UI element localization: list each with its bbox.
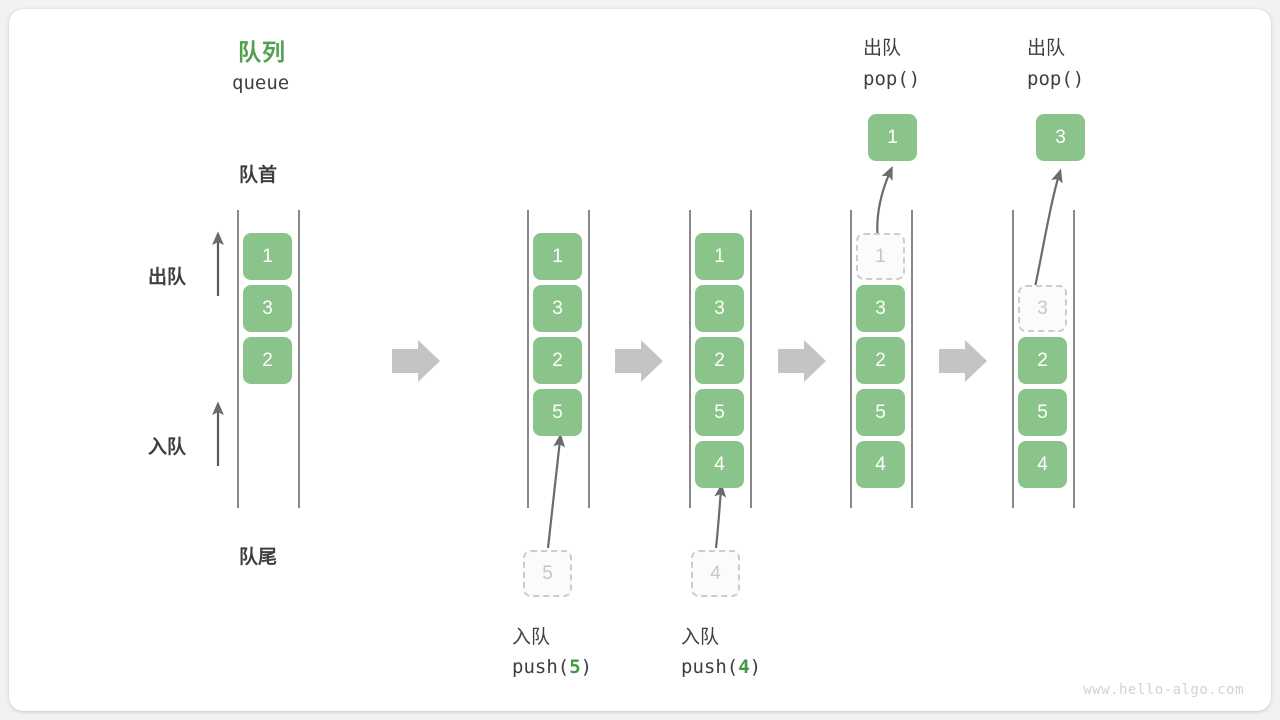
queue-node: 5 bbox=[856, 389, 905, 436]
side-label-enqueue: 入队 bbox=[148, 437, 187, 458]
queue-node-ghost: 1 bbox=[856, 233, 905, 280]
queue-node: 3 bbox=[695, 285, 744, 332]
queue-node: 5 bbox=[533, 389, 582, 436]
push-code-prefix: push( bbox=[512, 656, 570, 678]
popped-value-node: 1 bbox=[868, 114, 917, 161]
queue-node: 2 bbox=[856, 337, 905, 384]
queue-rear-label: 队尾 bbox=[239, 547, 278, 568]
queue-node: 1 bbox=[243, 233, 292, 280]
queue-node: 3 bbox=[533, 285, 582, 332]
popped-value-node: 3 bbox=[1036, 114, 1085, 161]
push-ghost-node: 4 bbox=[691, 550, 740, 597]
queue-node: 5 bbox=[1018, 389, 1067, 436]
queue-node: 2 bbox=[695, 337, 744, 384]
push-code-suffix: ) bbox=[580, 656, 593, 678]
push-ghost-node: 5 bbox=[523, 550, 572, 597]
push-label-code: push(5) bbox=[512, 656, 592, 678]
queue-node: 1 bbox=[533, 233, 582, 280]
diagram-title-cn: 队列 bbox=[238, 39, 286, 65]
diagram-card bbox=[9, 9, 1271, 711]
push-label-cn: 入队 bbox=[512, 627, 551, 648]
push-code-prefix: push( bbox=[681, 656, 739, 678]
push-label-cn: 入队 bbox=[681, 627, 720, 648]
push-label-code: push(4) bbox=[681, 656, 761, 678]
watermark: www.hello-algo.com bbox=[1083, 682, 1244, 698]
queue-node: 4 bbox=[695, 441, 744, 488]
pop-label-cn: 出队 bbox=[1027, 38, 1066, 59]
pop-label-code: pop() bbox=[863, 68, 921, 90]
push-code-value: 4 bbox=[738, 656, 750, 678]
queue-node: 2 bbox=[1018, 337, 1067, 384]
queue-node: 1 bbox=[695, 233, 744, 280]
queue-node: 4 bbox=[1018, 441, 1067, 488]
queue-node: 3 bbox=[243, 285, 292, 332]
push-code-suffix: ) bbox=[749, 656, 762, 678]
queue-front-label: 队首 bbox=[239, 165, 278, 186]
queue-node: 2 bbox=[243, 337, 292, 384]
pop-label-cn: 出队 bbox=[863, 38, 902, 59]
push-code-value: 5 bbox=[569, 656, 581, 678]
queue-node: 3 bbox=[856, 285, 905, 332]
queue-node: 5 bbox=[695, 389, 744, 436]
queue-node-ghost: 3 bbox=[1018, 285, 1067, 332]
side-label-dequeue: 出队 bbox=[148, 267, 187, 288]
queue-node: 2 bbox=[533, 337, 582, 384]
diagram-title-en: queue bbox=[232, 72, 290, 94]
pop-label-code: pop() bbox=[1027, 68, 1085, 90]
queue-node: 4 bbox=[856, 441, 905, 488]
